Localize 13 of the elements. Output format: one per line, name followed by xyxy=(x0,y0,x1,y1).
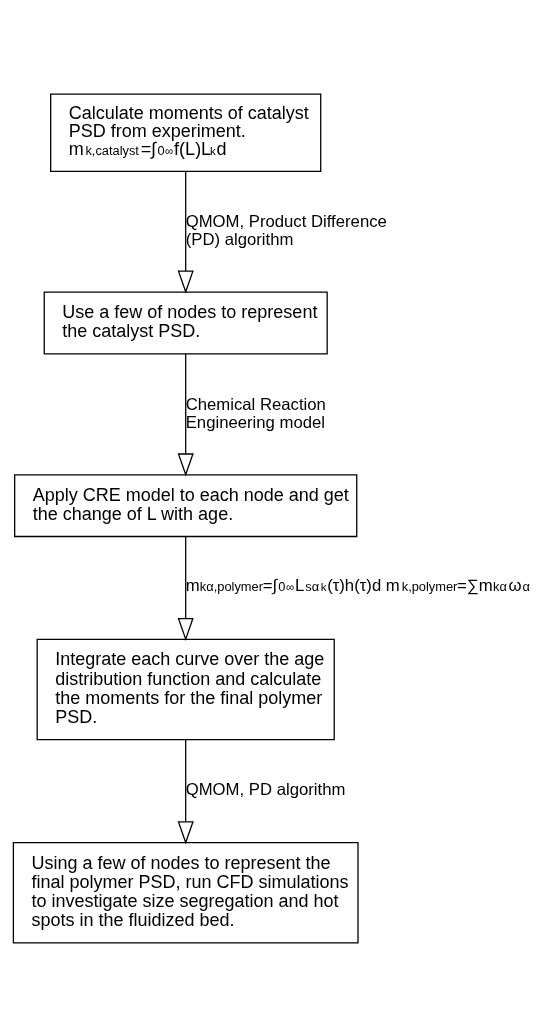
node-box: Calculate moments of catalyst PSD from experiment. mk,catalyst=∫0∞f(L)Lkd xyxy=(50,93,322,172)
edge-label: QMOM, PD algorithm xyxy=(185,779,346,799)
node-box: Use a few of nodes to represent the catalyst PSD. xyxy=(43,291,328,355)
node-box: Apply CRE model to each node and get the change of L with age. xyxy=(14,473,358,537)
arrow xyxy=(177,170,194,294)
edge-label: Chemical Reaction Engineering model xyxy=(185,394,326,432)
edge-label: QMOM, Product Difference (PD) algorithm xyxy=(185,211,387,249)
node-box: Integrate each curve over the age distribution function and calculate the moments for the final polymer PSD. xyxy=(36,638,335,740)
node-box: Using a few of nodes to represent the final polymer PSD, run CFD simulations to investigate size segregation and hot spots in the fluidized bed. xyxy=(12,841,359,943)
edge-label: mkα,polymer=∫0∞Lsαk(τ)h(τ)d mk,polymer=∑mkαωα xyxy=(185,575,531,595)
arrow xyxy=(177,738,194,844)
arrow xyxy=(177,535,194,641)
arrow xyxy=(177,352,194,477)
